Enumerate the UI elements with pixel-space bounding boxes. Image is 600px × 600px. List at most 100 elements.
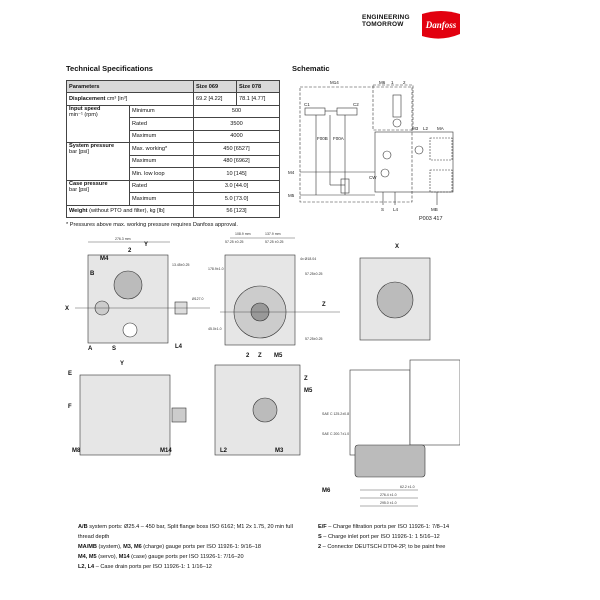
cell: Maximum: [129, 129, 194, 143]
svg-text:57.25 ±0.25: 57.25 ±0.25: [225, 240, 244, 244]
table-row: Displacement cm³ [in³]69.2 [4.22]78.1 [4…: [66, 92, 280, 106]
svg-text:57.25±0.25: 57.25±0.25: [305, 272, 323, 276]
svg-text:A: A: [88, 346, 93, 352]
svg-text:Danfoss: Danfoss: [425, 20, 457, 30]
svg-text:MB: MB: [431, 207, 438, 212]
cell: 69.2 [4.22]: [193, 92, 237, 106]
svg-text:L2: L2: [423, 126, 429, 131]
svg-text:2: 2: [246, 353, 250, 359]
svg-text:M5: M5: [304, 388, 313, 394]
cell: 56 [123]: [193, 204, 280, 218]
cell: 3500: [193, 117, 280, 131]
svg-text:Z: Z: [304, 376, 308, 382]
cell: Minimum: [129, 104, 194, 118]
svg-text:276.4 ±1.0: 276.4 ±1.0: [380, 493, 397, 497]
note: S – Charge inlet port per ISO 11926-1: 1…: [318, 534, 440, 540]
note: E/F – Charge filtration ports per ISO 11…: [318, 524, 450, 530]
cell: 500: [193, 104, 280, 118]
svg-text:2: 2: [403, 80, 406, 85]
svg-text:F: F: [68, 404, 72, 410]
cell: 78.1 [4.77]: [236, 92, 280, 106]
svg-text:SAE C 125.2±0.8: SAE C 125.2±0.8: [322, 412, 349, 416]
svg-text:Z: Z: [322, 302, 326, 308]
svg-text:45.0±1.0: 45.0±1.0: [208, 327, 222, 331]
svg-text:108.9 mm: 108.9 mm: [235, 232, 251, 236]
svg-text:M14: M14: [160, 448, 172, 454]
svg-text:E: E: [68, 371, 72, 377]
svg-text:MA: MA: [437, 126, 444, 131]
cell: Maximum: [129, 154, 194, 168]
svg-text:Y: Y: [120, 361, 124, 367]
cell: 5.0 [73.0]: [193, 192, 280, 206]
note: A/B system ports: Ø25.4 – 450 bar, Split…: [78, 524, 293, 540]
svg-text:13.45±0.25: 13.45±0.25: [172, 263, 190, 267]
note: L2, L4 – Case drain ports per ISO 11926-…: [78, 564, 212, 570]
cell: 480 [6962]: [193, 154, 280, 168]
col-parameters: Parameters: [66, 80, 194, 93]
pump-top-view: [79, 374, 171, 456]
svg-text:X: X: [395, 244, 399, 250]
svg-text:Z: Z: [258, 353, 262, 359]
svg-text:M3: M3: [275, 448, 284, 454]
svg-text:M6: M6: [322, 488, 331, 494]
svg-text:M5: M5: [274, 353, 283, 359]
col-size-069: Size 069: [193, 80, 237, 93]
svg-text:F00A: F00A: [333, 136, 344, 141]
svg-text:1: 1: [391, 80, 394, 85]
weight-label: Weight (without PTO and filter), kg [lb]: [66, 204, 194, 218]
svg-text:M4: M4: [288, 170, 295, 175]
svg-text:M4: M4: [100, 256, 109, 262]
tagline-line-1: ENGINEERING: [362, 14, 410, 21]
cell: Max. working*: [129, 142, 194, 156]
cell: 450 [6527]: [193, 142, 280, 156]
tagline-line-2: TOMORROW: [362, 21, 404, 28]
port-notes-left: A/B system ports: Ø25.4 – 450 bar, Split…: [78, 522, 308, 572]
schematic-title: Schematic: [292, 64, 330, 73]
svg-text:295.0 ±1.0: 295.0 ±1.0: [380, 501, 397, 505]
svg-text:L4: L4: [175, 344, 183, 350]
svg-text:Ø127.0: Ø127.0: [192, 297, 204, 301]
svg-text:M6: M6: [379, 80, 386, 85]
svg-text:M3: M3: [412, 126, 419, 131]
svg-text:CW: CW: [369, 175, 377, 180]
svg-text:S: S: [381, 207, 384, 212]
svg-text:57.25±0.25: 57.25±0.25: [305, 337, 323, 341]
svg-text:SAE C 200.7±1.0: SAE C 200.7±1.0: [322, 432, 349, 436]
cell: Rated: [129, 117, 194, 131]
svg-text:F00B: F00B: [317, 136, 328, 141]
note: MA/MB (system), M3, M6 (charge) gauge po…: [78, 544, 262, 550]
danfoss-logo: Danfoss: [422, 11, 460, 39]
note: 2 – Connector DEUTSCH DT04-2P, to be pai…: [318, 544, 446, 550]
cell: Maximum: [129, 192, 194, 206]
note: M4, M5 (servo), M14 (case) gauge ports p…: [78, 554, 244, 560]
cell: 10 [145]: [193, 167, 280, 181]
svg-text:137.9 mm: 137.9 mm: [265, 232, 281, 236]
col-size-078: Size 078: [236, 80, 280, 93]
footnote: * Pressures above max. working pressure …: [66, 222, 238, 228]
schematic-drawing-number: P003 417: [419, 216, 443, 222]
displacement-label: Displacement cm³ [in³]: [66, 92, 194, 106]
port-notes-right: E/F – Charge filtration ports per ISO 11…: [318, 522, 518, 552]
svg-text:B: B: [90, 271, 95, 277]
pump-filter-view: [349, 369, 411, 456]
svg-text:S: S: [112, 346, 116, 352]
svg-text:57.25 ±0.25: 57.25 ±0.25: [265, 240, 284, 244]
svg-text:Y: Y: [144, 242, 148, 248]
svg-text:C2: C2: [353, 102, 359, 107]
svg-text:M8: M8: [72, 448, 81, 454]
svg-text:X: X: [65, 306, 69, 312]
cell: Rated: [129, 179, 194, 193]
svg-text:2: 2: [128, 248, 132, 254]
svg-text:C1: C1: [304, 102, 310, 107]
svg-text:L2: L2: [220, 448, 228, 454]
svg-text:4x Ø18.04: 4x Ø18.04: [300, 257, 316, 261]
